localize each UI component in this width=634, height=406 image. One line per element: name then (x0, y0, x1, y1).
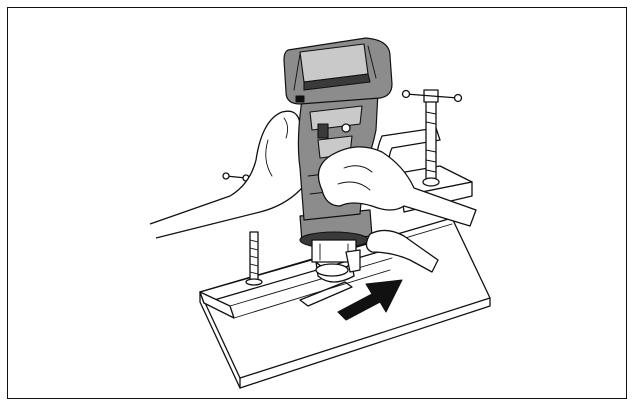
left-clamp-handle (222, 172, 250, 182)
feed-direction-arrow-icon (337, 279, 403, 321)
lower-right-arm (365, 229, 439, 273)
left-clamp-post (245, 231, 263, 286)
right-hand (317, 146, 477, 227)
left-hand (149, 110, 315, 239)
